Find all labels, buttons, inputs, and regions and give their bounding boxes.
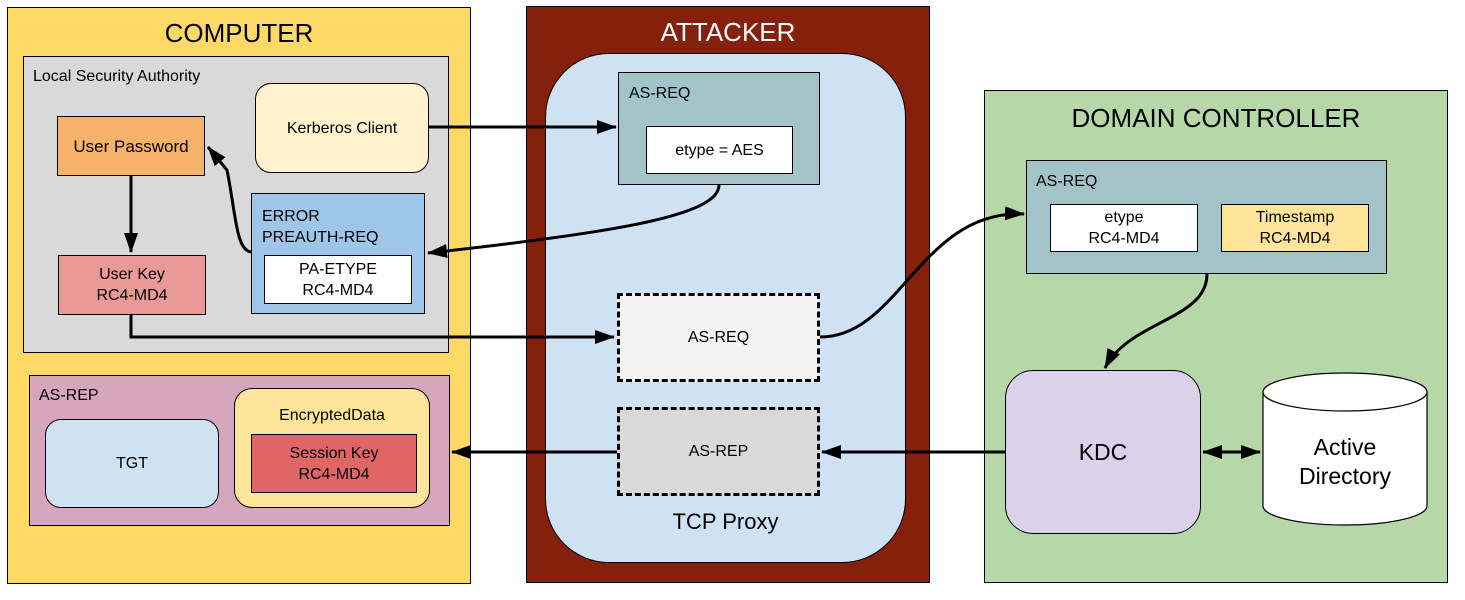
domain-controller-title: DOMAIN CONTROLLER — [1071, 103, 1361, 133]
pa-etype-node[interactable]: PA-ETYPE RC4-MD4 — [264, 255, 412, 304]
tcp-proxy-label: TCP Proxy — [672, 509, 779, 534]
as-rep-computer-label: AS-REP — [39, 387, 99, 404]
database-cylinder-icon — [1262, 372, 1428, 526]
session-key-node[interactable]: Session Key RC4-MD4 — [251, 434, 417, 493]
user-key-node[interactable]: User Key RC4-MD4 — [58, 255, 206, 315]
as-req-attacker-label: AS-REQ — [629, 85, 691, 102]
timestamp-node[interactable]: Timestamp RC4-MD4 — [1221, 204, 1369, 252]
as-rep-dashed-node[interactable]: AS-REP — [617, 407, 820, 496]
lsa-label: Local Security Authority — [33, 68, 201, 85]
etype-rc4-node[interactable]: etype RC4-MD4 — [1050, 204, 1198, 252]
kerberos-client-node[interactable]: Kerberos Client — [255, 83, 429, 173]
etype-aes-node[interactable]: etype = AES — [646, 126, 793, 174]
error-preauth-label: ERROR PREAUTH-REQ — [262, 208, 379, 246]
encrypted-data-label: EncryptedData — [279, 407, 385, 424]
active-directory-node[interactable]: Active Directory — [1262, 372, 1428, 526]
as-req-dashed-node[interactable]: AS-REQ — [617, 293, 820, 382]
kdc-node[interactable]: KDC — [1005, 370, 1201, 534]
tgt-node[interactable]: TGT — [45, 419, 219, 508]
attacker-title: ATTACKER — [660, 17, 796, 47]
as-req-dc-label: AS-REQ — [1036, 173, 1098, 190]
computer-title: COMPUTER — [164, 18, 314, 48]
active-directory-label: Active Directory — [1298, 434, 1391, 489]
user-password-node[interactable]: User Password — [57, 116, 205, 176]
